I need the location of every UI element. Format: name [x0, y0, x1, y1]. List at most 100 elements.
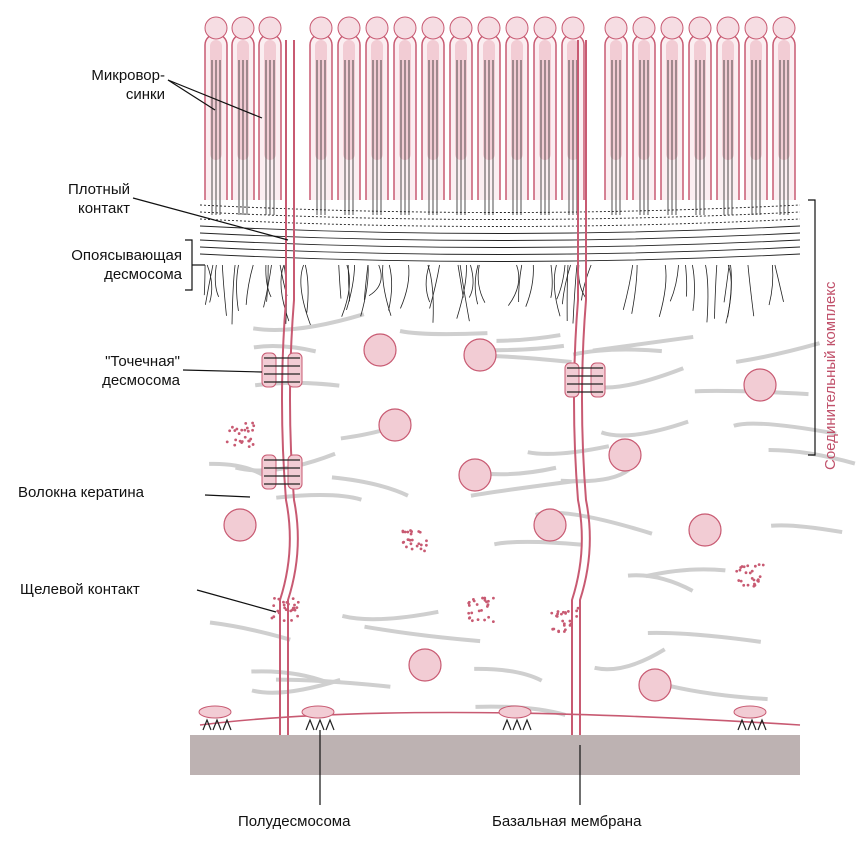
- granule: [468, 616, 472, 619]
- web-filament: [429, 264, 440, 309]
- granule: [758, 575, 762, 579]
- keratin-fiber: [647, 630, 762, 644]
- glycocalyx: [604, 16, 628, 40]
- granule: [417, 542, 421, 546]
- granule: [423, 549, 426, 553]
- glycocalyx: [561, 16, 585, 40]
- web-filament: [566, 264, 569, 321]
- granule: [746, 564, 750, 568]
- web-filament: [556, 264, 566, 300]
- granule: [403, 530, 407, 534]
- web-filament: [363, 264, 369, 300]
- granule: [249, 437, 253, 441]
- web-filament: [199, 232, 801, 241]
- granule: [560, 612, 563, 616]
- granule: [233, 443, 237, 447]
- keratin-node: [408, 648, 442, 682]
- granule: [405, 545, 408, 549]
- glycocalyx: [258, 16, 282, 40]
- granule: [410, 547, 414, 551]
- keratin-fiber: [669, 683, 768, 702]
- label-keratin-fibers: Волокна кератина: [18, 484, 144, 501]
- keratin-node: [378, 408, 412, 442]
- granule: [737, 579, 741, 582]
- keratin-fiber: [604, 366, 684, 390]
- granule: [757, 563, 761, 567]
- web-filament: [508, 264, 520, 306]
- web-filament: [265, 264, 272, 298]
- granule: [476, 618, 480, 622]
- granule: [576, 606, 580, 610]
- web-filament: [221, 264, 227, 316]
- web-filament: [245, 264, 254, 305]
- web-filament: [685, 264, 688, 297]
- desmosome-plaque: [287, 454, 303, 490]
- granule: [485, 605, 489, 608]
- web-filament: [459, 264, 470, 322]
- granule: [750, 569, 754, 573]
- granule: [293, 603, 296, 607]
- granule: [231, 425, 234, 429]
- web-filament: [199, 246, 801, 255]
- anchoring-filaments: [502, 718, 532, 731]
- granule: [401, 541, 405, 544]
- web-filament: [231, 264, 236, 325]
- keratin-fiber: [645, 567, 726, 579]
- terminal-web: [199, 204, 801, 325]
- keratin-node: [223, 508, 257, 542]
- granule: [277, 597, 281, 601]
- keratin-fiber: [474, 666, 543, 683]
- granule: [417, 530, 421, 533]
- web-filament: [425, 264, 431, 303]
- granule: [401, 529, 405, 533]
- keratin-fiber: [496, 333, 561, 343]
- leader-lines: [132, 79, 816, 805]
- glycocalyx: [505, 16, 529, 40]
- granule: [566, 610, 570, 613]
- granule: [282, 600, 285, 604]
- granule: [282, 603, 286, 607]
- keratin-fiber: [768, 447, 856, 466]
- granule: [563, 628, 567, 632]
- web-filament: [581, 264, 592, 301]
- keratin-fiber: [276, 493, 362, 502]
- web-filament: [768, 264, 774, 306]
- web-filament: [338, 264, 342, 299]
- web-filament: [400, 264, 410, 309]
- granule: [424, 543, 428, 547]
- granule: [419, 547, 423, 551]
- label-spot-desmosome: "Точечная"десмосома: [102, 353, 180, 389]
- granule: [240, 428, 244, 432]
- granule: [276, 609, 280, 613]
- granule: [409, 529, 412, 532]
- leader-line: [185, 239, 193, 291]
- granule: [467, 600, 471, 604]
- label-hemidesmosome: Полудесмосома: [238, 813, 351, 830]
- granule: [406, 538, 410, 541]
- web-filament: [474, 264, 479, 305]
- web-filament: [714, 264, 718, 319]
- granule: [244, 421, 248, 425]
- granule: [756, 579, 760, 583]
- granule: [245, 426, 249, 430]
- web-filament: [631, 264, 638, 314]
- web-filament: [199, 225, 801, 234]
- cell-membrane: [579, 40, 591, 735]
- glycocalyx: [716, 16, 740, 40]
- web-filament: [199, 253, 801, 262]
- granule: [561, 619, 565, 623]
- granule: [296, 614, 300, 618]
- keratin-nodes: [223, 333, 777, 702]
- granule: [481, 596, 484, 600]
- granule: [290, 618, 293, 622]
- web-filament: [266, 264, 269, 302]
- granule: [568, 623, 572, 627]
- web-filament: [236, 264, 239, 312]
- hemidesmosome: [198, 705, 232, 719]
- keratin-node: [458, 458, 492, 492]
- keratin-fiber: [733, 421, 837, 436]
- label-basal-membrane: Базальная мембрана: [492, 813, 642, 830]
- keratin-fiber: [735, 341, 821, 364]
